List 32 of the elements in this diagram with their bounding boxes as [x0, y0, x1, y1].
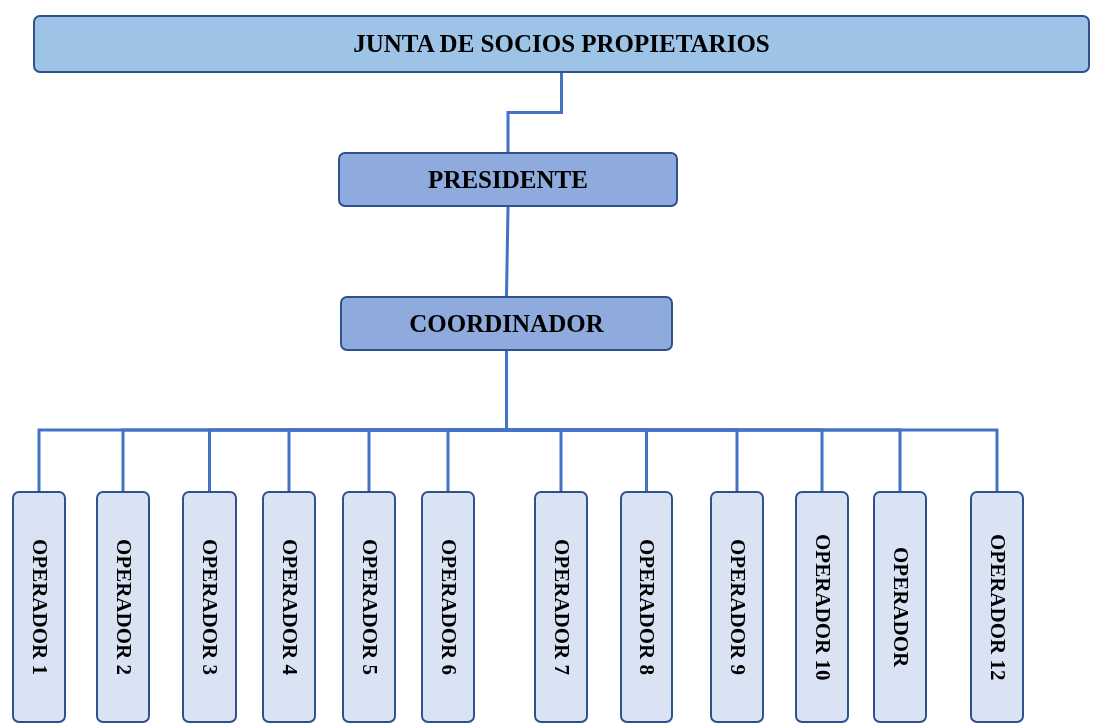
position-title: OPERADOR 7	[548, 539, 574, 675]
position-title: OPERADOR 8	[634, 539, 659, 675]
position-title: JUNTA DE SOCIOS PROPIETARIOS	[353, 30, 770, 58]
position-title: PRESIDENTE	[428, 165, 588, 194]
connector-line	[505, 206, 510, 297]
position-box-vertical	[795, 491, 849, 723]
position-box-vertical	[421, 491, 475, 723]
position-title: OPERADOR 2	[110, 539, 136, 675]
position-box-vertical	[182, 491, 237, 723]
position-box-vertical	[970, 491, 1024, 723]
position-box-vertical	[342, 491, 396, 723]
position-box-vertical	[12, 491, 66, 723]
position-title: OPERADOR 10	[809, 533, 835, 681]
position-box-vertical	[96, 491, 150, 723]
position-title: OPERADOR 5	[356, 539, 382, 675]
position-box-vertical	[873, 491, 927, 723]
position-title: COORDINADOR	[409, 309, 604, 338]
position-title: OPERADOR 3	[197, 539, 222, 675]
position-title: OPERADOR 6	[435, 539, 461, 675]
position-title: OPERADOR 1	[26, 539, 52, 675]
position-title: OPERADOR	[887, 546, 913, 668]
position-box	[340, 296, 673, 351]
position-box	[338, 152, 678, 207]
position-title: OPERADOR 9	[724, 539, 750, 675]
position-box	[33, 15, 1090, 73]
position-box-vertical	[534, 491, 588, 723]
position-title: OPERADOR 12	[984, 533, 1010, 681]
position-title: OPERADOR 4	[276, 539, 302, 675]
position-box-vertical	[620, 491, 673, 723]
connector-line	[506, 73, 563, 152]
position-box-vertical	[262, 491, 316, 723]
position-box-vertical	[710, 491, 764, 723]
